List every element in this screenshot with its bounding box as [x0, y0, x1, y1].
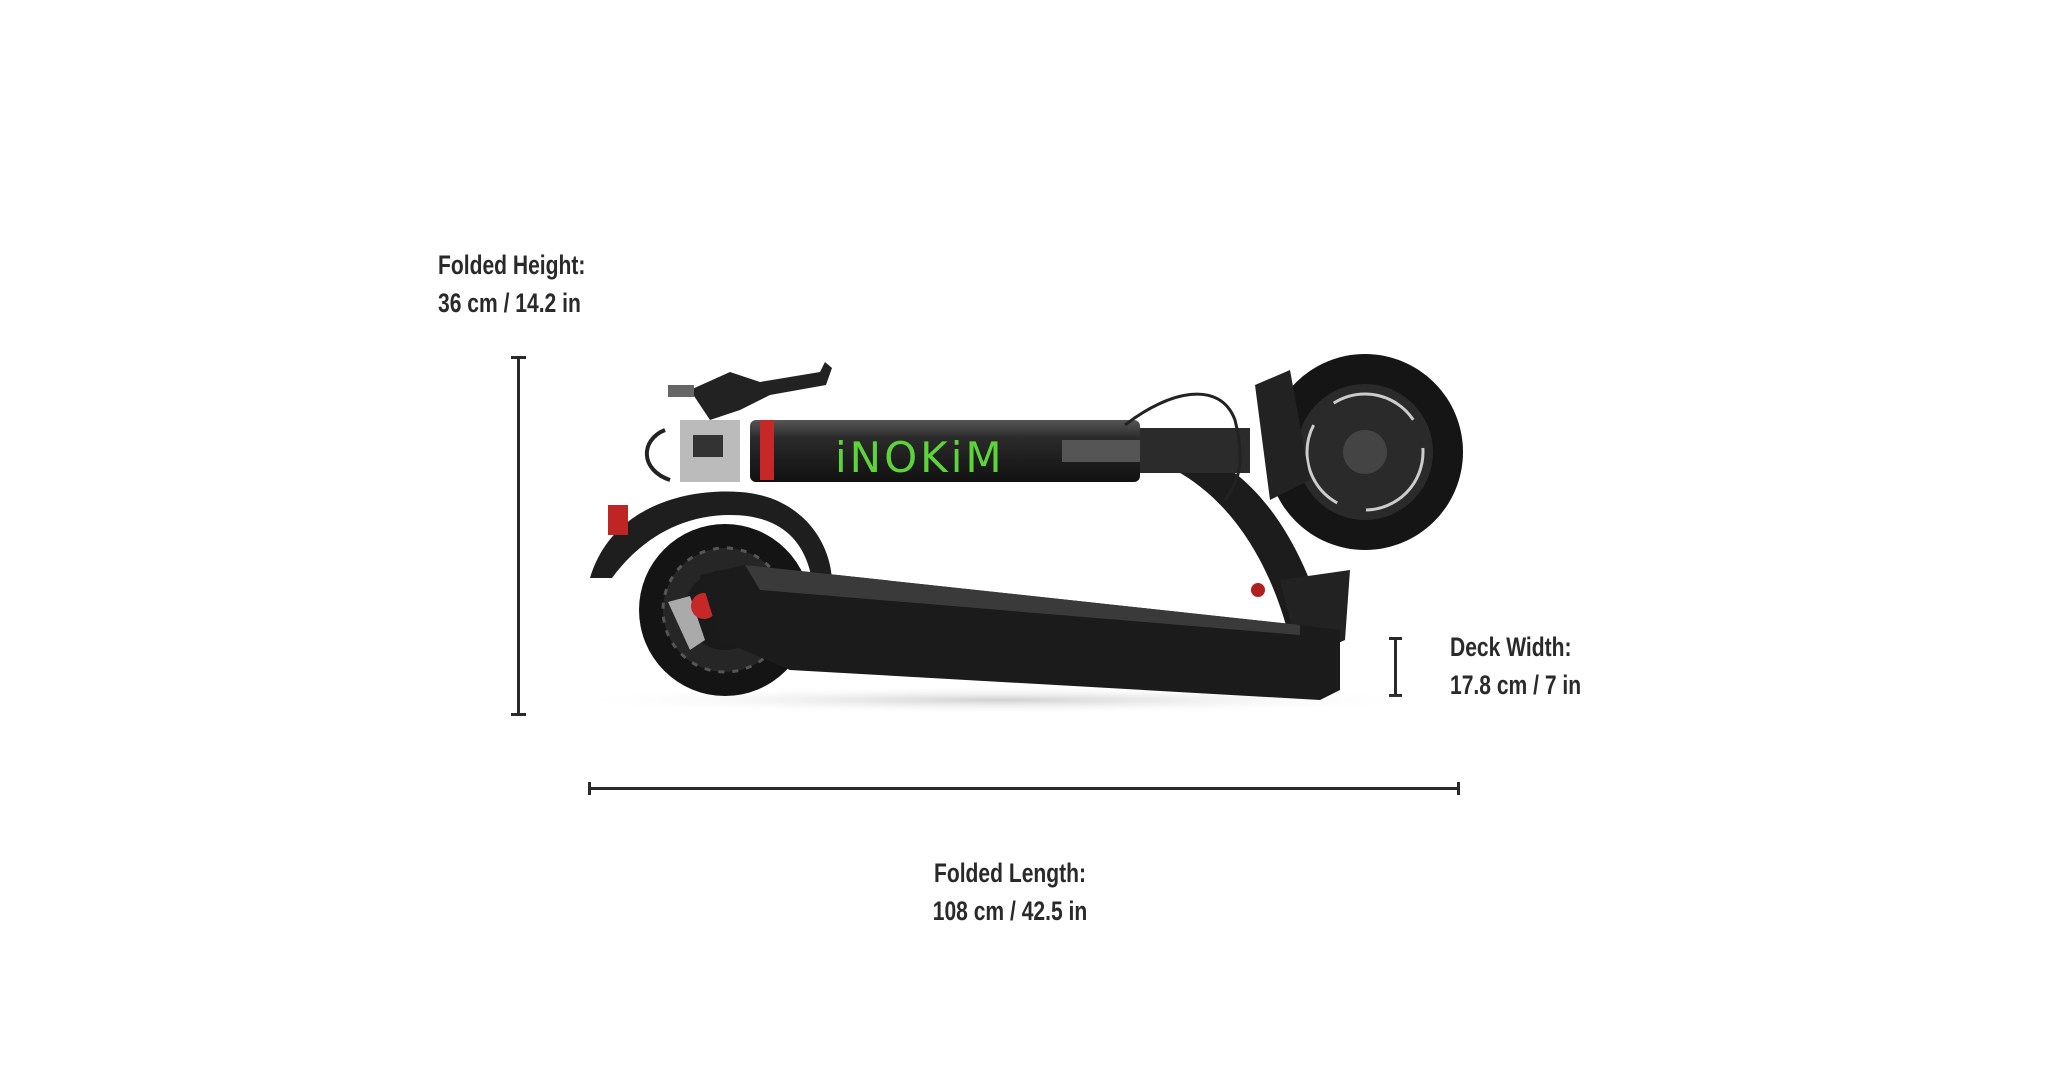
rear-light [608, 505, 628, 535]
deck-width-title: Deck Width: [1450, 632, 1572, 662]
handlebar-assembly [644, 362, 832, 482]
stem-clamp [1140, 428, 1250, 473]
bracket-cutout [1199, 519, 1239, 569]
stem-tube [750, 420, 1140, 482]
deck [700, 565, 1340, 700]
deck-width-value: 17.8 cm / 7 in [1450, 670, 1582, 700]
rear-fender [590, 491, 832, 580]
front-fork [1255, 370, 1310, 500]
front-wheel [1267, 354, 1463, 550]
deck-width-label: Deck Width: 17.8 cm / 7 in [1450, 628, 1581, 704]
folded-height-title: Folded Height: [438, 250, 586, 280]
brand-logo: iNOKiM [835, 433, 1005, 482]
folded-length-label: Folded Length: 108 cm / 42.5 in [854, 854, 1166, 930]
cable [1124, 392, 1242, 501]
folded-length-title: Folded Length: [933, 858, 1087, 888]
display-screen [693, 435, 723, 457]
brake-lever [690, 362, 832, 420]
folded-height-value: 36 cm / 14.2 in [438, 288, 581, 318]
folded-height-label: Folded Height: 36 cm / 14.2 in [438, 246, 585, 322]
folded-length-value: 108 cm / 42.5 in [932, 896, 1088, 926]
